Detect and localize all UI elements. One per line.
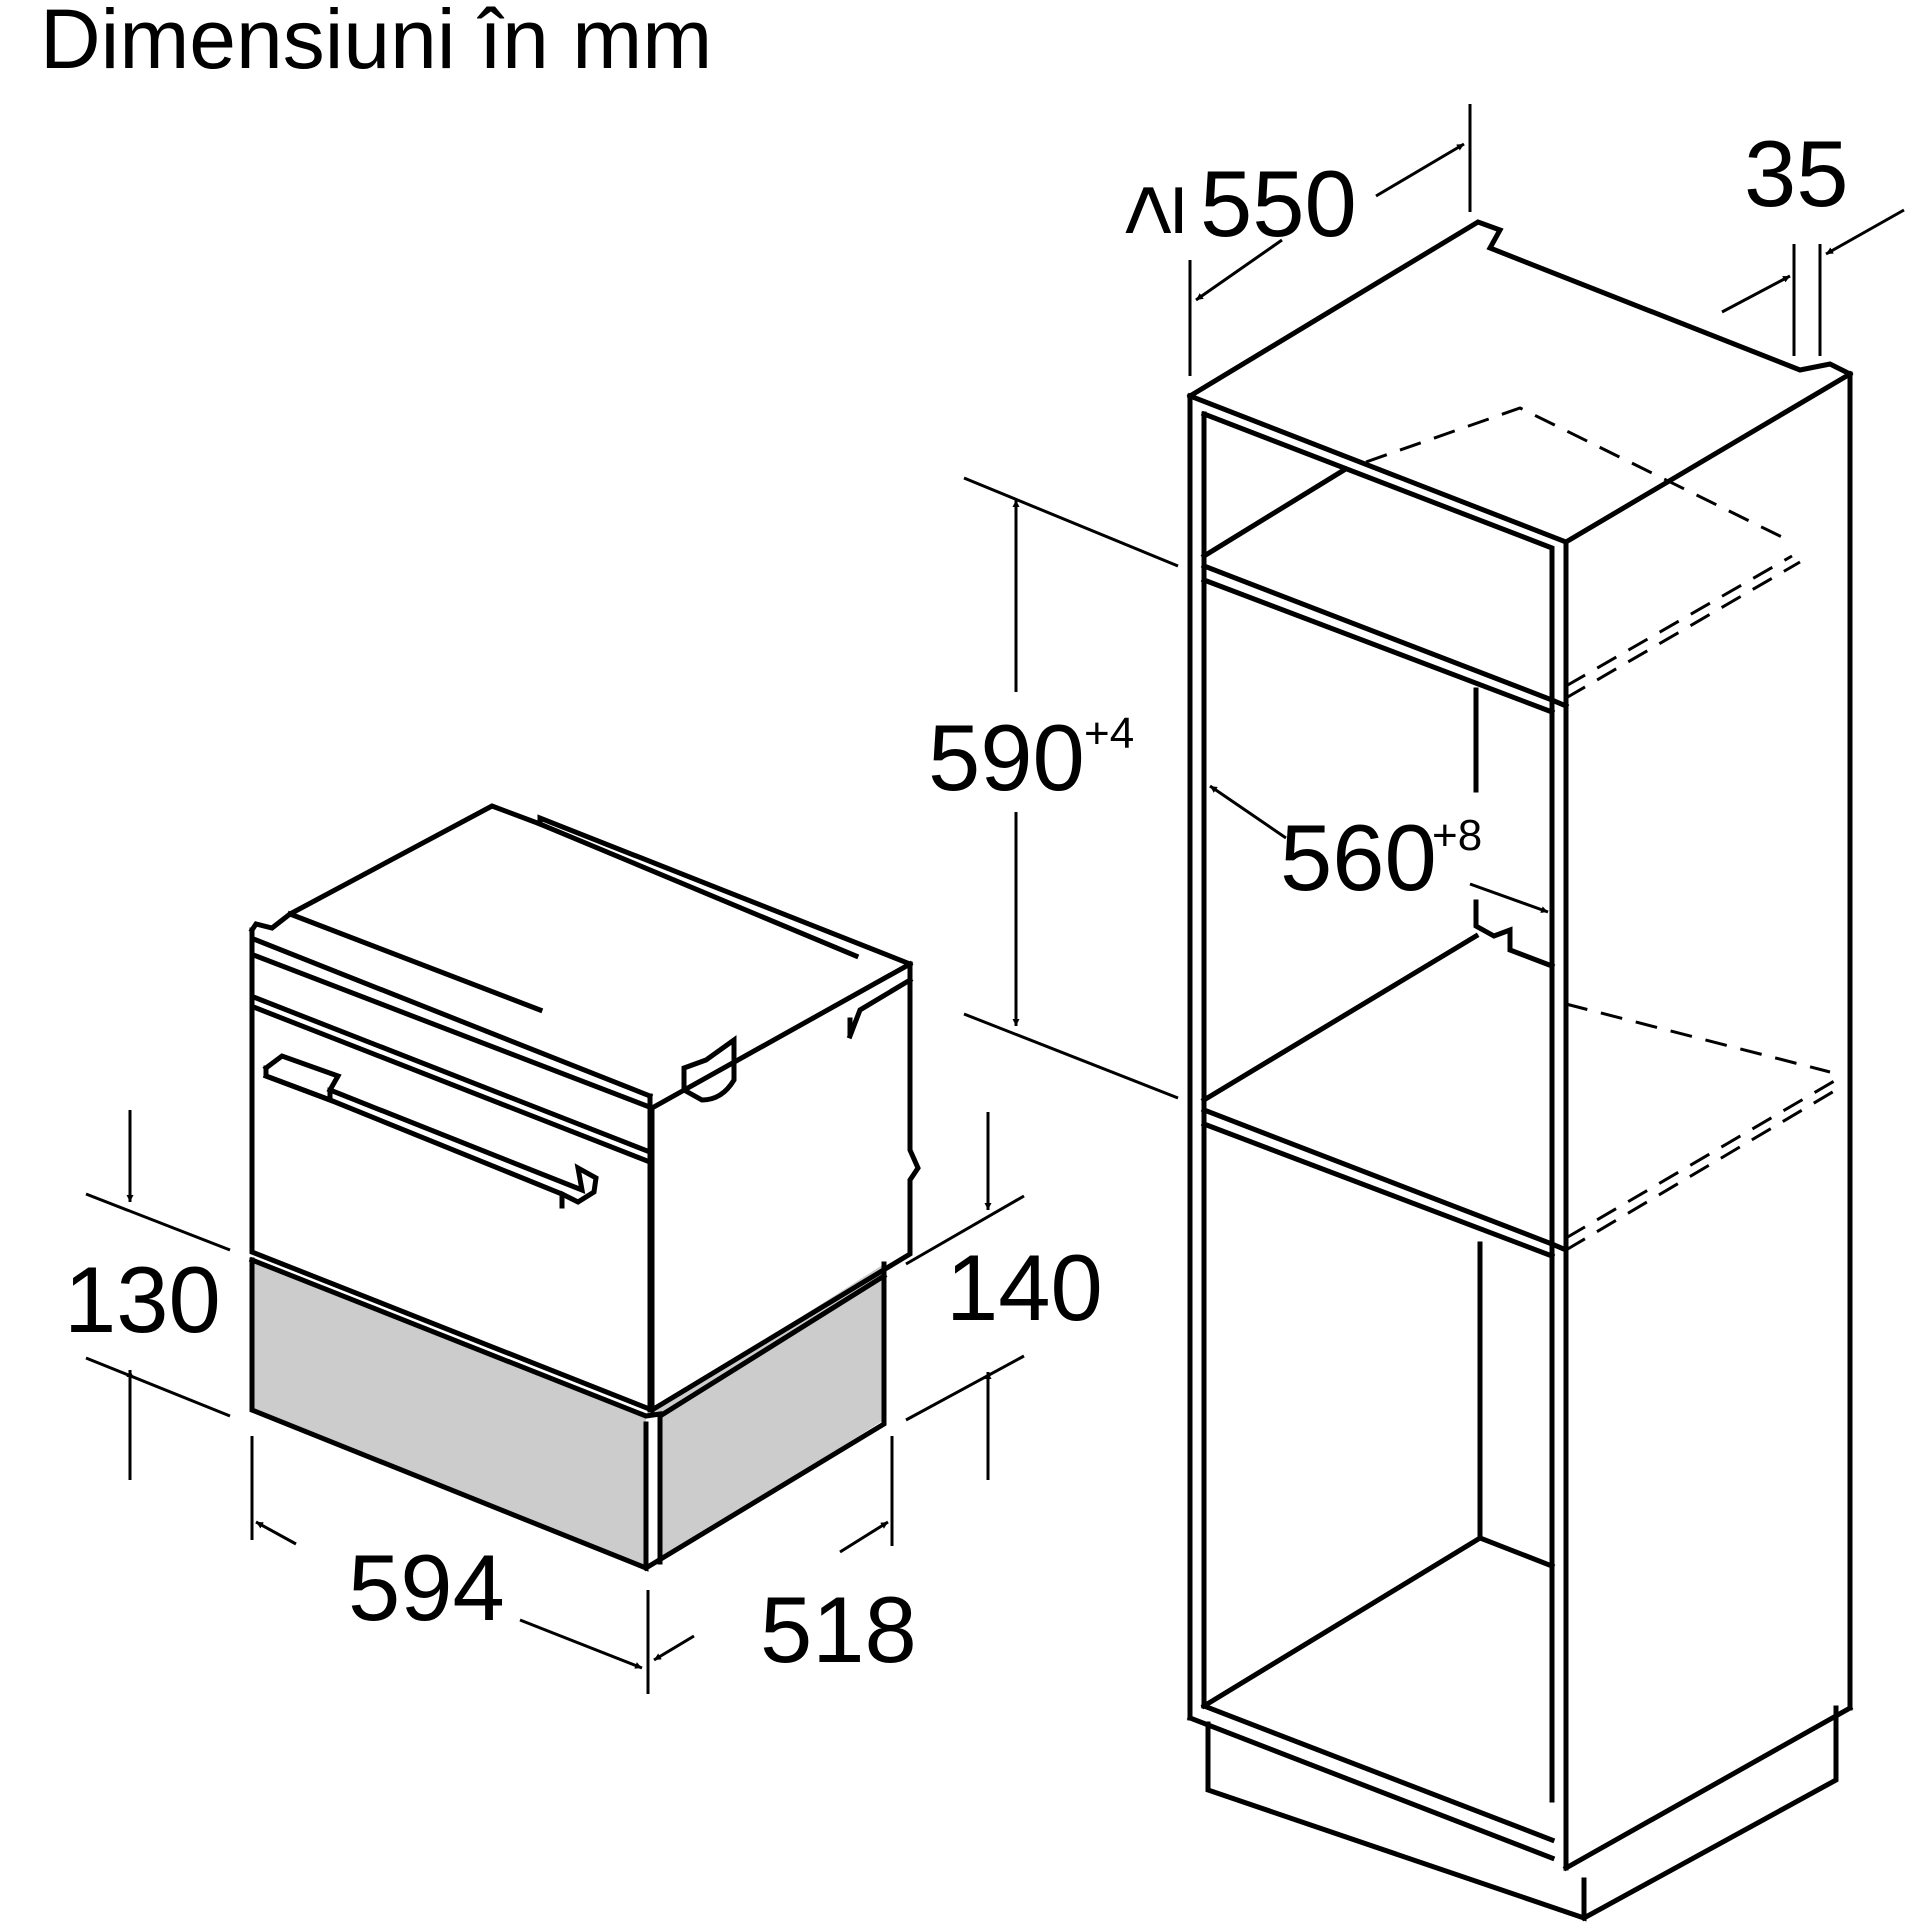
cabinet [1186, 219, 1854, 1922]
label-appliance-width: 594 [348, 1535, 505, 1640]
diagram-title: Dimensiuni în mm [40, 0, 712, 86]
warming-drawer-front [252, 1260, 646, 1568]
label-panel-offset: 35 [1744, 121, 1849, 226]
label-niche-width: 560 [1280, 805, 1437, 910]
label-drawer-height: 140 [946, 1235, 1103, 1340]
label-appliance-depth: 518 [760, 1577, 917, 1682]
label-niche-height: 590 [928, 705, 1085, 810]
label-niche-depth: 550 [1200, 151, 1357, 256]
label-niche-height-tolerance: +4 [1084, 709, 1134, 758]
dimension-lines [85, 104, 1905, 1694]
appliance [248, 803, 921, 1572]
label-niche-width-tolerance: +8 [1432, 811, 1482, 860]
label-niche-depth-prefix: ≥ [1097, 184, 1202, 236]
label-drawer-front-height: 130 [64, 1247, 221, 1352]
dimension-labels: ≥ 550 35 590 +4 560 +8 130 140 594 518 [64, 121, 1849, 1682]
warming-drawer-side [646, 1264, 884, 1562]
